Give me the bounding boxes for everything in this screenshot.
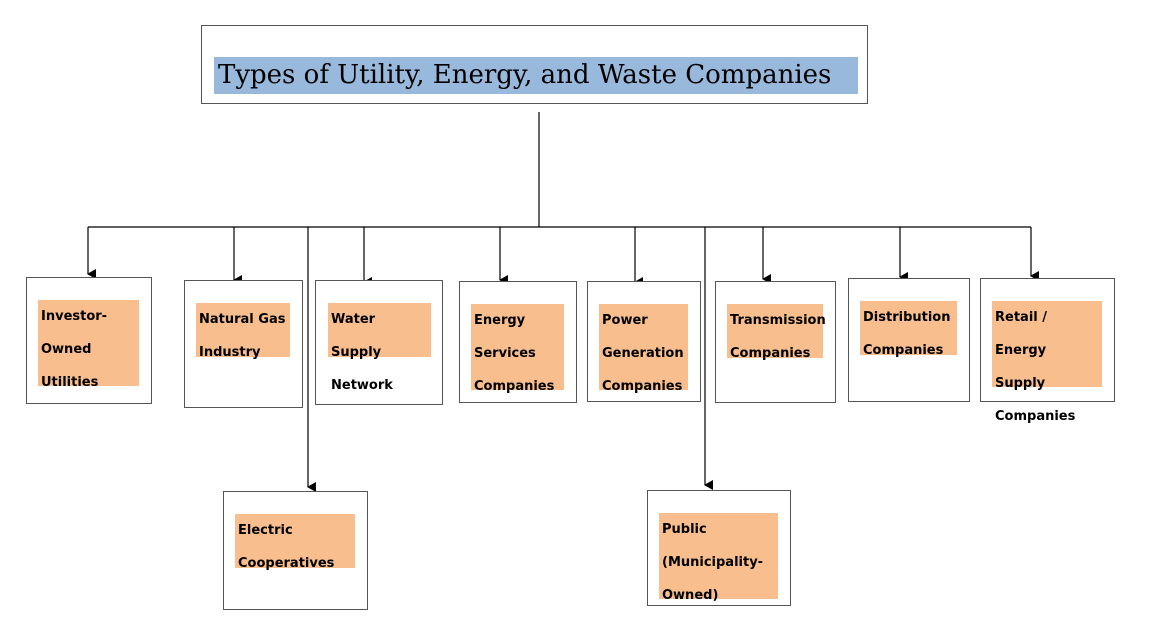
node-power-generation: Power Generation Companies: [587, 281, 701, 402]
label-investor-owned: Investor- Owned Utilities: [38, 300, 139, 390]
node-electric-coop: Electric Cooperatives: [223, 491, 368, 610]
node-natural-gas: Natural Gas Industry: [184, 280, 303, 408]
title-box: Types of Utility, Energy, and Waste Comp…: [201, 25, 868, 104]
label-electric-coop: Electric Cooperatives: [235, 514, 355, 571]
label-power-generation: Power Generation Companies: [599, 304, 688, 394]
label-water-supply: Water Supply Network: [328, 303, 431, 393]
label-energy-services: Energy Services Companies: [471, 304, 564, 394]
label-transmission: Transmission Companies: [727, 304, 826, 361]
node-transmission: Transmission Companies: [715, 281, 836, 403]
label-distribution: Distribution Companies: [860, 301, 957, 358]
diagram-title: Types of Utility, Energy, and Waste Comp…: [214, 57, 858, 94]
label-retail-energy: Retail / Energy Supply Companies: [992, 301, 1102, 424]
node-public-municipal: Public (Municipality- Owned): [647, 490, 791, 606]
node-retail-energy: Retail / Energy Supply Companies: [980, 278, 1115, 424]
node-investor-owned: Investor- Owned Utilities: [26, 277, 152, 404]
node-energy-services: Energy Services Companies: [459, 281, 577, 403]
label-public-municipal: Public (Municipality- Owned): [659, 513, 778, 603]
label-natural-gas: Natural Gas Industry: [196, 303, 290, 360]
node-distribution: Distribution Companies: [848, 278, 970, 402]
node-water-supply: Water Supply Network: [315, 280, 443, 405]
